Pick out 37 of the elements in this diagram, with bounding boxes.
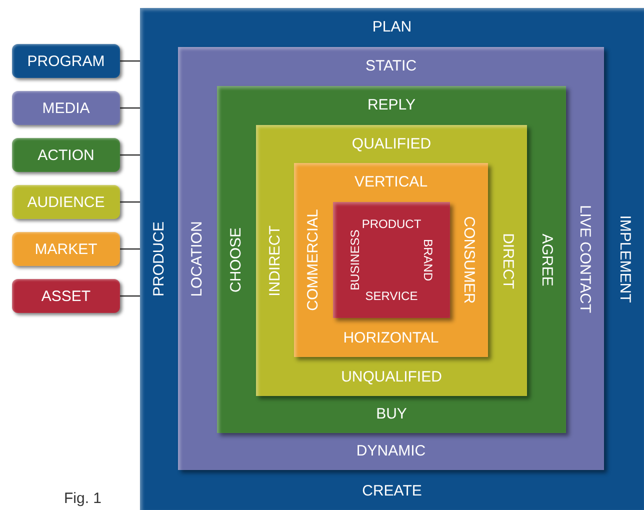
square-right-label: BRAND bbox=[422, 239, 434, 281]
square-left-label: BUSINESS bbox=[349, 230, 361, 290]
square-top-label: REPLY bbox=[367, 98, 416, 112]
square-top-label: PRODUCT bbox=[362, 218, 422, 230]
legend-label: ASSET bbox=[41, 288, 91, 304]
square-bottom-label: UNQUALIFIED bbox=[341, 370, 442, 384]
square-left-label: LOCATION bbox=[190, 220, 204, 296]
square-bottom-label: DYNAMIC bbox=[356, 444, 426, 458]
square-right-label: LIVE CONTACT bbox=[578, 204, 592, 313]
square-bottom-label: BUY bbox=[376, 406, 407, 422]
nested-square bbox=[178, 47, 604, 470]
square-right-label: CONSUMER bbox=[462, 216, 476, 304]
square-bottom-label: CREATE bbox=[362, 484, 422, 498]
square-left-label: CHOOSE bbox=[228, 227, 244, 292]
square-bottom-label: SERVICE bbox=[365, 290, 418, 302]
square-right-label: AGREE bbox=[540, 233, 554, 286]
nested-square bbox=[294, 163, 488, 357]
square-right-label: DIRECT bbox=[500, 232, 516, 288]
legend-label: AUDIENCE bbox=[27, 194, 105, 210]
square-right-label: IMPLEMENT bbox=[618, 215, 632, 303]
square-top-label: PLAN bbox=[372, 20, 412, 34]
square-top-label: VERTICAL bbox=[354, 174, 428, 190]
square-left-label: INDIRECT bbox=[268, 225, 282, 296]
square-bottom-label: HORIZONTAL bbox=[343, 330, 439, 346]
figure-caption: Fig. 1 bbox=[64, 490, 102, 508]
legend-label: PROGRAM bbox=[27, 52, 105, 70]
nested-square bbox=[217, 86, 566, 433]
nested-square bbox=[256, 125, 527, 396]
nested-square bbox=[333, 202, 450, 318]
legend-label: MARKET bbox=[34, 240, 98, 258]
square-left-label: COMMERCIAL bbox=[306, 209, 320, 311]
square-top-label: STATIC bbox=[365, 58, 417, 74]
legend-label: ACTION bbox=[38, 146, 94, 164]
square-left-label: PRODUCE bbox=[152, 222, 166, 296]
nested-square bbox=[140, 8, 644, 510]
square-top-label: QUALIFIED bbox=[352, 136, 432, 152]
legend-label: MEDIA bbox=[42, 100, 90, 116]
